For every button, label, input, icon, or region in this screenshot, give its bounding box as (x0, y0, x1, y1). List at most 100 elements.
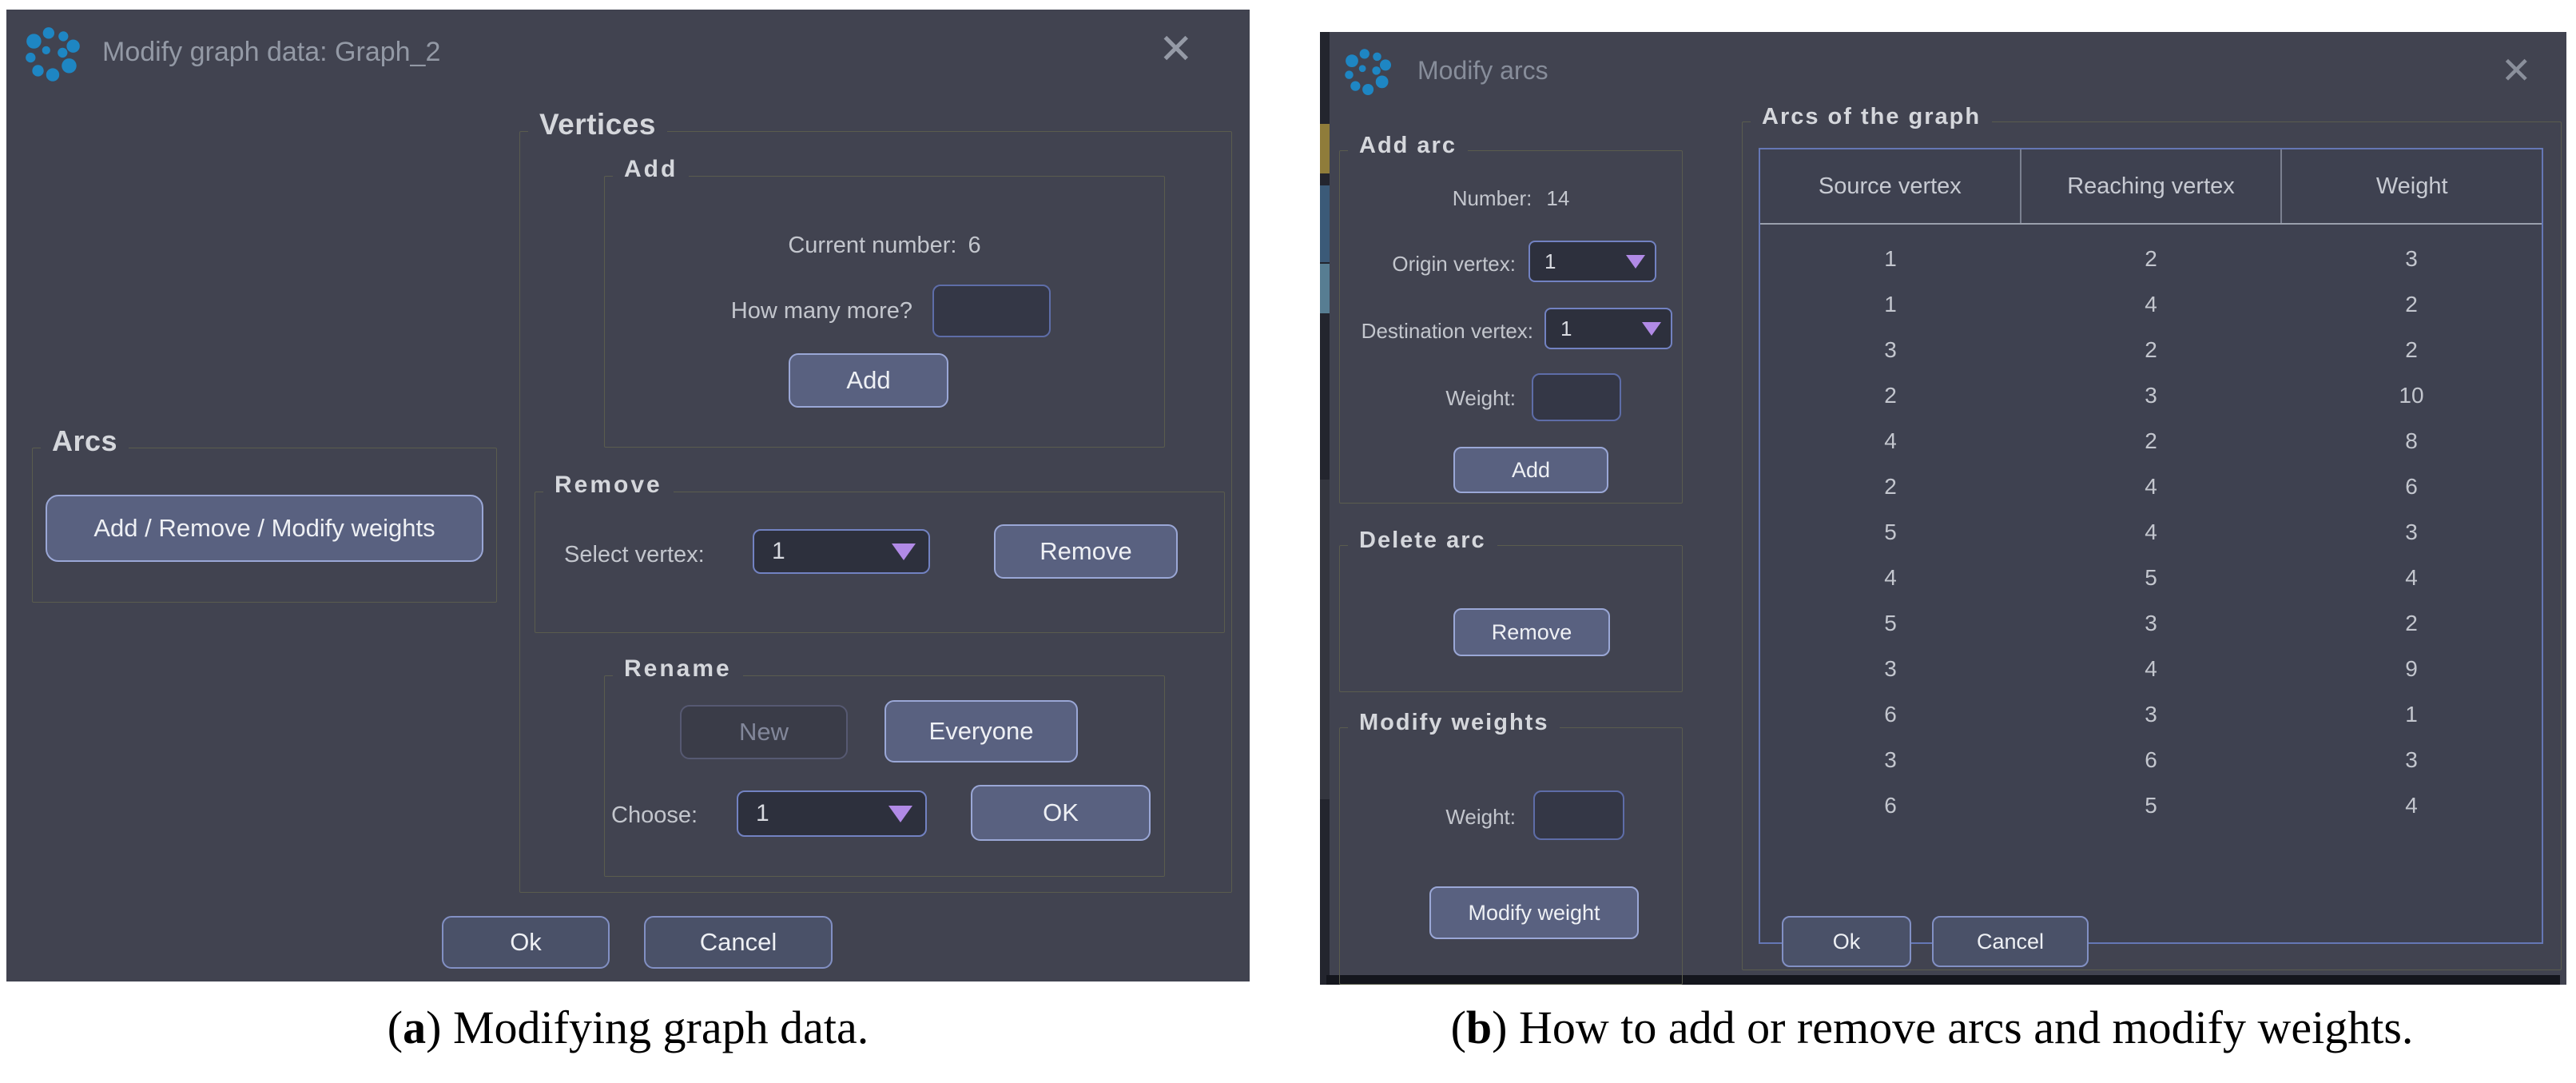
table-cell: 4 (1884, 428, 1897, 453)
modify-graph-data-dialog: Modify graph data: Graph_2 ✕ Vertices Ad… (6, 10, 1250, 981)
table-cell: 3 (2405, 747, 2418, 772)
dropdown-arrow-icon (888, 805, 912, 822)
origin-vertex-label: Origin vertex: (1392, 252, 1516, 276)
add-arc-group-label: Add arc (1348, 133, 1468, 159)
modify-weight-label: Weight: (1445, 805, 1516, 829)
arc-weight-label: Weight: (1445, 386, 1516, 410)
select-vertex-label: Select vertex: (564, 542, 705, 567)
close-icon[interactable]: ✕ (2501, 50, 2532, 91)
table-column-header: Reaching vertex (2019, 149, 2281, 223)
ok-button[interactable]: Ok (442, 916, 610, 969)
vertices-rename-group-label: Rename (613, 655, 743, 683)
rename-ok-button[interactable]: OK (971, 785, 1151, 841)
vertices-group: Vertices Add Current number: 6 How many … (519, 108, 1232, 893)
table-cell: 4 (2145, 291, 2157, 317)
add-arc-button[interactable]: Add (1453, 447, 1608, 493)
ok-button[interactable]: Ok (1782, 916, 1911, 967)
origin-vertex-value: 1 (1544, 249, 1556, 273)
vertices-group-label: Vertices (528, 108, 667, 141)
choose-dropdown[interactable]: 1 (737, 790, 927, 837)
destination-vertex-dropdown[interactable]: 1 (1544, 308, 1672, 349)
modify-weights-group: Modify weights Weight: Modify weight (1339, 710, 1683, 985)
rename-everyone-button[interactable]: Everyone (885, 700, 1078, 762)
app-logo-icon (1345, 49, 1391, 95)
remove-vertex-button[interactable]: Remove (994, 524, 1178, 579)
table-cell: 5 (1884, 519, 1897, 544)
table-cell: 4 (2405, 792, 2418, 818)
table-cell: 3 (1884, 336, 1897, 362)
how-many-input[interactable] (932, 285, 1051, 337)
table-cell: 5 (2145, 792, 2157, 818)
table-cell: 2 (2145, 428, 2157, 453)
rename-new-button[interactable]: New (680, 705, 848, 759)
vertices-remove-group: Remove Select vertex: 1 Remove (535, 472, 1225, 633)
delete-arc-remove-button[interactable]: Remove (1453, 608, 1610, 656)
caption-b-text: How to add or remove arcs and modify wei… (1507, 1001, 2414, 1053)
table-cell: 10 (2399, 382, 2424, 408)
cancel-button[interactable]: Cancel (1932, 916, 2089, 967)
dialog-title: Modify graph data: Graph_2 (102, 37, 441, 67)
caption-a: (a) Modifying graph data. (387, 1001, 869, 1053)
current-number-label: Current number: (788, 233, 957, 258)
table-cell: 6 (1884, 701, 1897, 727)
add-vertices-button[interactable]: Add (789, 353, 948, 408)
table-cell: 4 (1884, 564, 1897, 590)
arcs-modify-button[interactable]: Add / Remove / Modify weights (46, 495, 483, 562)
table-cell: 5 (2145, 564, 2157, 590)
app-logo-icon (26, 27, 80, 82)
table-row[interactable]: 4 5 4 (1760, 555, 2542, 600)
table-cell: 2 (2405, 336, 2418, 362)
select-vertex-value: 1 (772, 538, 785, 564)
modify-weights-group-label: Modify weights (1348, 710, 1560, 736)
table-cell: 3 (2405, 245, 2418, 271)
arc-number-label: Number: (1452, 186, 1532, 210)
caption-a-text: Modifying graph data. (441, 1001, 869, 1053)
table-cell: 1 (1884, 245, 1897, 271)
arcs-table-group-label: Arcs of the graph (1751, 104, 1993, 130)
destination-vertex-value: 1 (1560, 316, 1572, 340)
table-cell: 3 (2145, 382, 2157, 408)
table-cell: 8 (2405, 428, 2418, 453)
origin-vertex-dropdown[interactable]: 1 (1529, 241, 1656, 282)
arcs-group: Arcs Add / Remove / Modify weights (32, 424, 497, 603)
close-icon[interactable]: ✕ (1159, 26, 1194, 73)
how-many-label: How many more? (730, 298, 912, 324)
table-row[interactable]: 3 2 2 (1760, 327, 2542, 372)
delete-arc-group-label: Delete arc (1348, 528, 1497, 554)
modify-weight-input[interactable] (1533, 790, 1624, 840)
table-cell: 2 (1884, 473, 1897, 499)
vertices-add-group: Add Current number: 6 How many more? Add (604, 156, 1165, 448)
vertices-rename-group: Rename New Everyone Choose: 1 OK (604, 655, 1165, 877)
table-column-header: Source vertex (1818, 173, 1962, 199)
caption-b-letter: b (1465, 1001, 1493, 1053)
table-cell: 9 (2405, 655, 2418, 681)
arcs-table-group: Arcs of the graph Source vertex Reaching … (1742, 104, 2562, 970)
arcs-group-label: Arcs (41, 424, 129, 458)
select-vertex-dropdown[interactable]: 1 (753, 529, 930, 574)
choose-value: 1 (756, 800, 769, 826)
table-cell: 6 (2405, 473, 2418, 499)
dropdown-arrow-icon (1642, 321, 1661, 336)
cancel-button[interactable]: Cancel (644, 916, 833, 969)
modify-weight-button[interactable]: Modify weight (1429, 886, 1639, 939)
destination-vertex-label: Destination vertex: (1361, 319, 1533, 343)
table-cell: 6 (2145, 747, 2157, 772)
table-cell: 2 (2405, 291, 2418, 317)
arc-weight-input[interactable] (1532, 373, 1621, 421)
table-row[interactable]: 4 2 8 (1760, 418, 2542, 464)
delete-arc-group: Delete arc Remove (1339, 528, 1683, 692)
arc-number-value: 14 (1546, 186, 1570, 210)
table-cell: 2 (2145, 336, 2157, 362)
table-cell: 4 (2405, 564, 2418, 590)
